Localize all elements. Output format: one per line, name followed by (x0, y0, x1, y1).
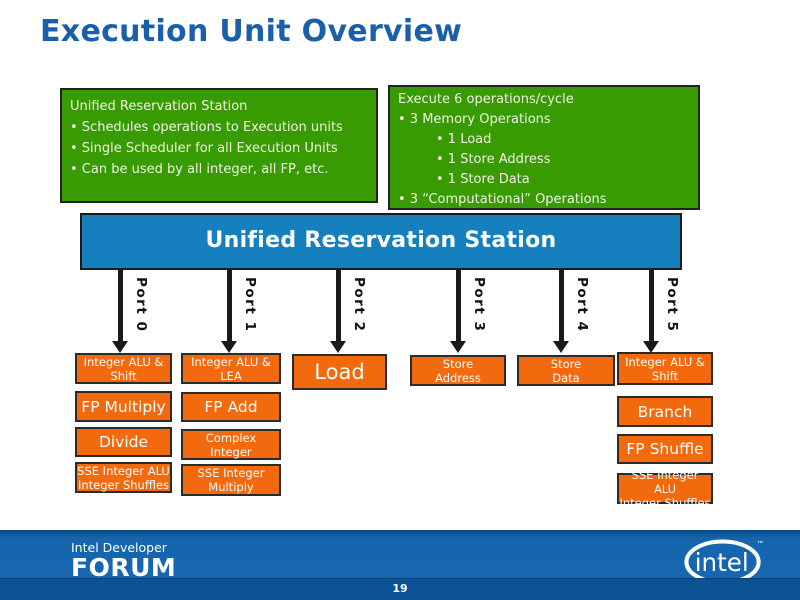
page-title: Execution Unit Overview (40, 14, 463, 49)
port-3-arrowhead-icon (450, 341, 466, 353)
port-4-label: Port 4 (574, 277, 590, 333)
unit-box-integer-alu-shift: Integer ALU & Shift (617, 352, 713, 385)
idf-logo-line1: Intel Developer (71, 540, 167, 555)
info-box-operations-per-cycle: Execute 6 operations/cycle • 3 Memory Op… (388, 85, 700, 210)
port-2-arrow (336, 270, 341, 341)
unit-box-fp-multiply: FP Multiply (75, 391, 172, 422)
port-2-label: Port 2 (351, 277, 367, 333)
port-4-arrow (559, 270, 564, 341)
unit-box-integer-alu-lea: Integer ALU & LEA (181, 353, 281, 384)
sub-bullet-item: • 1 Store Data (436, 172, 530, 187)
port-3-arrow (456, 270, 461, 341)
info-box-title: Execute 6 operations/cycle (398, 92, 574, 107)
port-5-arrow (649, 270, 654, 341)
port-1-label: Port 1 (242, 277, 258, 333)
page-number-strip: 19 (0, 578, 800, 600)
bullet-item: • Schedules operations to Execution unit… (70, 120, 343, 135)
port-5-arrowhead-icon (643, 341, 659, 353)
unit-box-fp-shuffle: FP Shuffle (617, 434, 713, 464)
port-1-arrow (227, 270, 232, 341)
page-number: 19 (392, 582, 408, 595)
port-1-arrowhead-icon (221, 341, 237, 353)
bullet-item: • Single Scheduler for all Execution Uni… (70, 141, 338, 156)
unit-box-store-data: Store Data (517, 355, 615, 386)
bullet-item: • 3 “Computational” Operations (398, 192, 607, 207)
unit-box-sse-integer-alu: SSE Integer ALU Integer Shuffles (75, 462, 172, 493)
port-0-arrowhead-icon (112, 341, 128, 353)
sub-bullet-item: • 1 Store Address (436, 152, 551, 167)
unit-box-integer-alu-shift: Integer ALU & Shift (75, 353, 172, 384)
info-box-reservation-station: Unified Reservation Station • Schedules … (60, 88, 378, 203)
unit-box-branch: Branch (617, 396, 713, 427)
intel-logo-text: intel (695, 548, 749, 577)
sub-bullet-item: • 1 Load (436, 132, 492, 147)
port-5-label: Port 5 (664, 277, 680, 333)
unit-box-store-address: Store Address (410, 355, 506, 386)
unit-box-complex-integer: Complex Integer (181, 429, 281, 460)
port-3-label: Port 3 (471, 277, 487, 333)
intel-logo-tm: ™ (757, 539, 764, 548)
port-2-arrowhead-icon (330, 341, 346, 353)
unit-box-load: Load (292, 354, 387, 390)
footer-bar: Intel Developer FORUM intel ™ 19 (0, 530, 800, 600)
unit-box-sse-integer-multiply: SSE Integer Multiply (181, 464, 281, 496)
bullet-item: • Can be used by all integer, all FP, et… (70, 162, 329, 177)
unit-box-divide: Divide (75, 427, 172, 457)
idf-logo-line2: FORUM (71, 553, 177, 582)
bullet-item: • 3 Memory Operations (398, 112, 551, 127)
unit-box-sse-integer-alu: SSE Integer ALU Integer Shuffles (617, 468, 713, 510)
unified-reservation-station-banner: Unified Reservation Station (80, 213, 682, 270)
idf-logo: Intel Developer FORUM (71, 540, 176, 581)
unit-box-fp-add: FP Add (181, 392, 281, 422)
port-0-arrow (118, 270, 123, 341)
port-0-label: Port 0 (133, 277, 149, 333)
intel-logo-icon: intel ™ (684, 539, 764, 585)
port-4-arrowhead-icon (553, 341, 569, 353)
info-box-title: Unified Reservation Station (70, 99, 248, 114)
